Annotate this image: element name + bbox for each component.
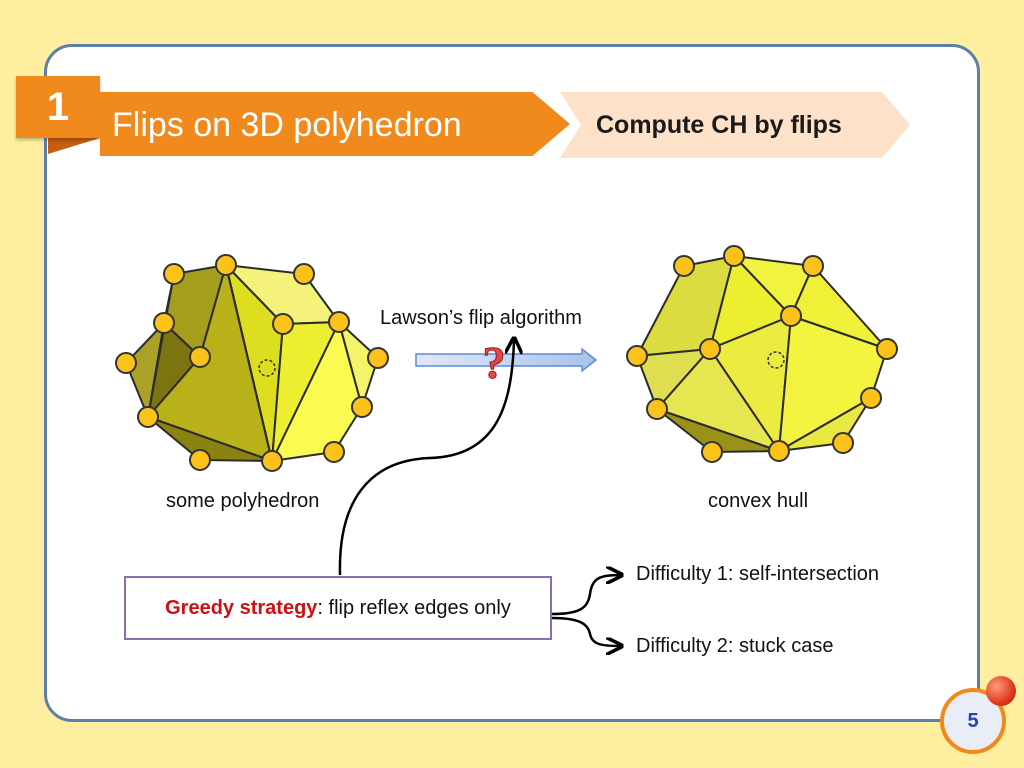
- difficulty-1-arrow: [551, 575, 620, 616]
- left-polyhedron-vertices: [115, 254, 389, 472]
- flip-algorithm-label: Lawson’s flip algorithm: [380, 307, 582, 329]
- slide-title: Flips on 3D polyhedron: [112, 106, 462, 144]
- left-centroid-marker: [258, 359, 276, 377]
- question-mark: ?: [483, 337, 506, 388]
- convex-hull-vertices: [626, 245, 898, 463]
- greedy-to-question-arrow: [338, 340, 514, 576]
- convex-hull-figure: [636, 255, 888, 453]
- difficulty-2-text: Difficulty 2: stuck case: [636, 635, 834, 657]
- flip-algorithm-arrow: [415, 347, 598, 373]
- left-figure-caption: some polyhedron: [166, 490, 320, 512]
- difficulty-2-arrow: [551, 616, 620, 646]
- page-badge-dot: [986, 676, 1016, 706]
- greedy-strategy-label: Greedy strategy: [165, 596, 318, 619]
- difficulty-1-text: Difficulty 1: self-intersection: [636, 563, 880, 585]
- title-ribbon-fold: [48, 138, 100, 154]
- greedy-strategy-box: Greedy strategy: flip reflex edges only: [124, 576, 552, 640]
- greedy-strategy-description: : flip reflex edges only: [317, 596, 511, 619]
- title-banner: [100, 92, 570, 156]
- section-number-badge: 1: [16, 76, 100, 138]
- left-polyhedron-figure: [125, 264, 379, 462]
- page-number: 5: [967, 709, 979, 732]
- right-figure-caption: convex hull: [708, 490, 809, 512]
- subtitle-tag: [560, 92, 910, 158]
- slide-subtitle: Compute CH by flips: [596, 111, 842, 139]
- right-centroid-marker: [767, 351, 785, 369]
